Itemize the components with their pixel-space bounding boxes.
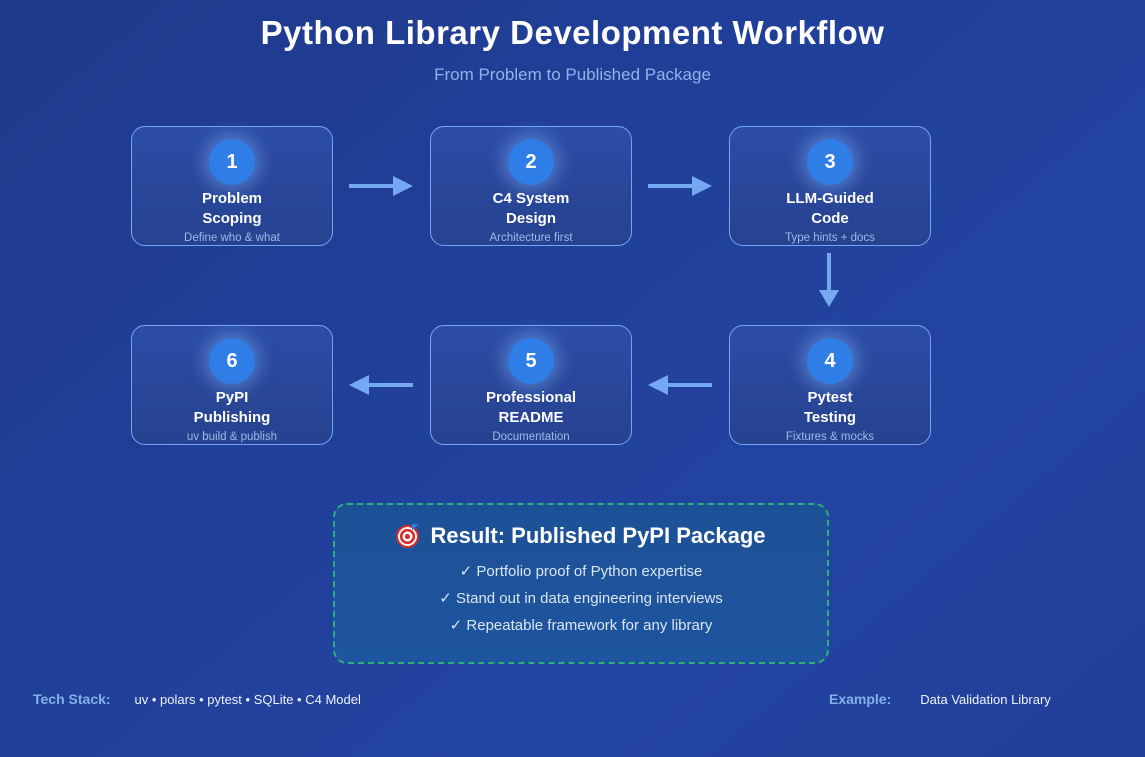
example-value: Data Validation Library [920,692,1051,707]
step-title-line2: Code [811,210,849,227]
step-card-2: 2 C4 System Design Architecture first [430,126,632,246]
tech-stack-row: Tech Stack: uv • polars • pytest • SQLit… [33,691,361,707]
step-title-line2: README [498,409,564,426]
result-items: ✓ Portfolio proof of Python expertise ✓ … [439,562,723,634]
arrow-right-icon [349,175,413,197]
arrow-down-icon [819,253,839,307]
step-card-3: 3 LLM-Guided Code Type hints + docs [729,126,931,246]
page-title: Python Library Development Workflow [260,14,885,51]
step-card-6: 6 PyPI Publishing uv build & publish [131,325,333,445]
step-title: Professional README [486,388,576,428]
step-number-badge: 2 [508,139,554,185]
arrow-head [692,176,712,196]
step-title: Pytest Testing [804,388,856,428]
step-number-badge: 1 [209,139,255,185]
step-title-line2: Design [505,210,556,227]
result-title: Result: Published PyPI Package [430,523,766,548]
tech-stack-label: Tech Stack: [33,691,111,707]
arrow-stem [648,184,692,188]
step-title: LLM-Guided Code [786,189,873,229]
arrow-stem [369,383,413,387]
step-title: C4 System Design [493,189,570,229]
arrow-head [349,375,369,395]
step-caption: Documentation [492,431,570,443]
result-item: ✓ Portfolio proof of Python expertise [459,563,703,580]
step-caption: Fixtures & mocks [785,431,875,443]
example-row: Example: Data Validation Library [829,691,1051,707]
example-label: Example: [829,691,892,707]
step-title-line1: Pytest [807,389,853,406]
arrow-stem [668,383,712,387]
result-item: ✓ Repeatable framework for any library [449,617,713,634]
step-title-line2: Publishing [193,409,271,426]
arrow-right-icon [648,175,712,197]
step-caption: Define who & what [184,232,280,244]
tech-stack-value: uv • polars • pytest • SQLite • C4 Model [134,692,361,707]
step-caption: uv build & publish [186,431,278,443]
step-title-line2: Testing [803,409,857,426]
result-item: ✓ Stand out in data engineering intervie… [439,590,723,607]
step-card-1: 1 Problem Scoping Define who & what [131,126,333,246]
arrow-head [648,375,668,395]
arrow-left-icon [648,374,712,396]
step-title-line1: C4 System [492,190,570,207]
page-subtitle: From Problem to Published Package [434,65,711,84]
step-card-5: 5 Professional README Documentation [430,325,632,445]
step-title-line1: Problem [201,190,262,207]
step-caption: Architecture first [489,232,573,244]
arrow-head [819,290,839,307]
step-title: PyPI Publishing [194,388,271,428]
step-number-badge: 4 [807,338,853,384]
step-title: Problem Scoping [202,189,262,229]
step-title-line1: PyPI [215,389,249,406]
arrow-stem [827,253,831,290]
step-caption: Type hints + docs [785,232,875,244]
result-panel: Result: Published PyPI Package ✓ Portfol… [333,503,829,664]
arrow-head [393,176,413,196]
step-title-line1: LLM-Guided [786,190,874,207]
step-number-badge: 5 [508,338,554,384]
arrow-left-icon [349,374,413,396]
step-number-badge: 6 [209,338,255,384]
step-title-line1: Professional [485,389,577,406]
step-number-badge: 3 [807,139,853,185]
step-title-line2: Scoping [202,210,262,227]
target-icon [396,523,421,548]
result-title-row: Result: Published PyPI Package [396,523,766,549]
step-card-4: 4 Pytest Testing Fixtures & mocks [729,325,931,445]
arrow-stem [349,184,393,188]
